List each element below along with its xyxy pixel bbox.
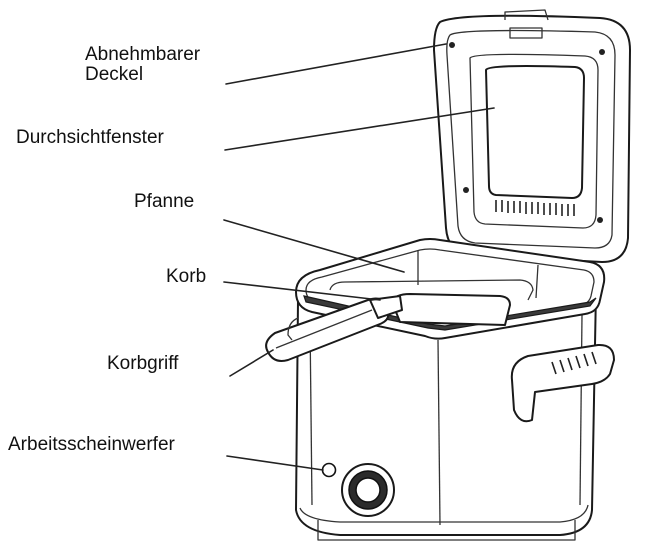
transparent-window	[469, 53, 599, 229]
indicator-light	[321, 462, 337, 478]
label-window: Durchsichtfenster	[16, 127, 165, 148]
label-indicator: Arbeitsscheinwerfer	[8, 434, 176, 455]
control-knob[interactable]	[341, 463, 395, 517]
label-lid-line1: Abnehmbarer	[85, 44, 201, 65]
label-basket: Korb	[166, 266, 206, 287]
leader-lines	[223, 43, 495, 471]
label-pan: Pfanne	[134, 191, 194, 212]
left-side-lug	[287, 317, 299, 341]
side-handle	[510, 343, 615, 423]
basket-handle	[265, 295, 403, 362]
label-lid-line2: Deckel	[85, 64, 143, 85]
label-basket-handle: Korbgriff	[107, 353, 179, 374]
